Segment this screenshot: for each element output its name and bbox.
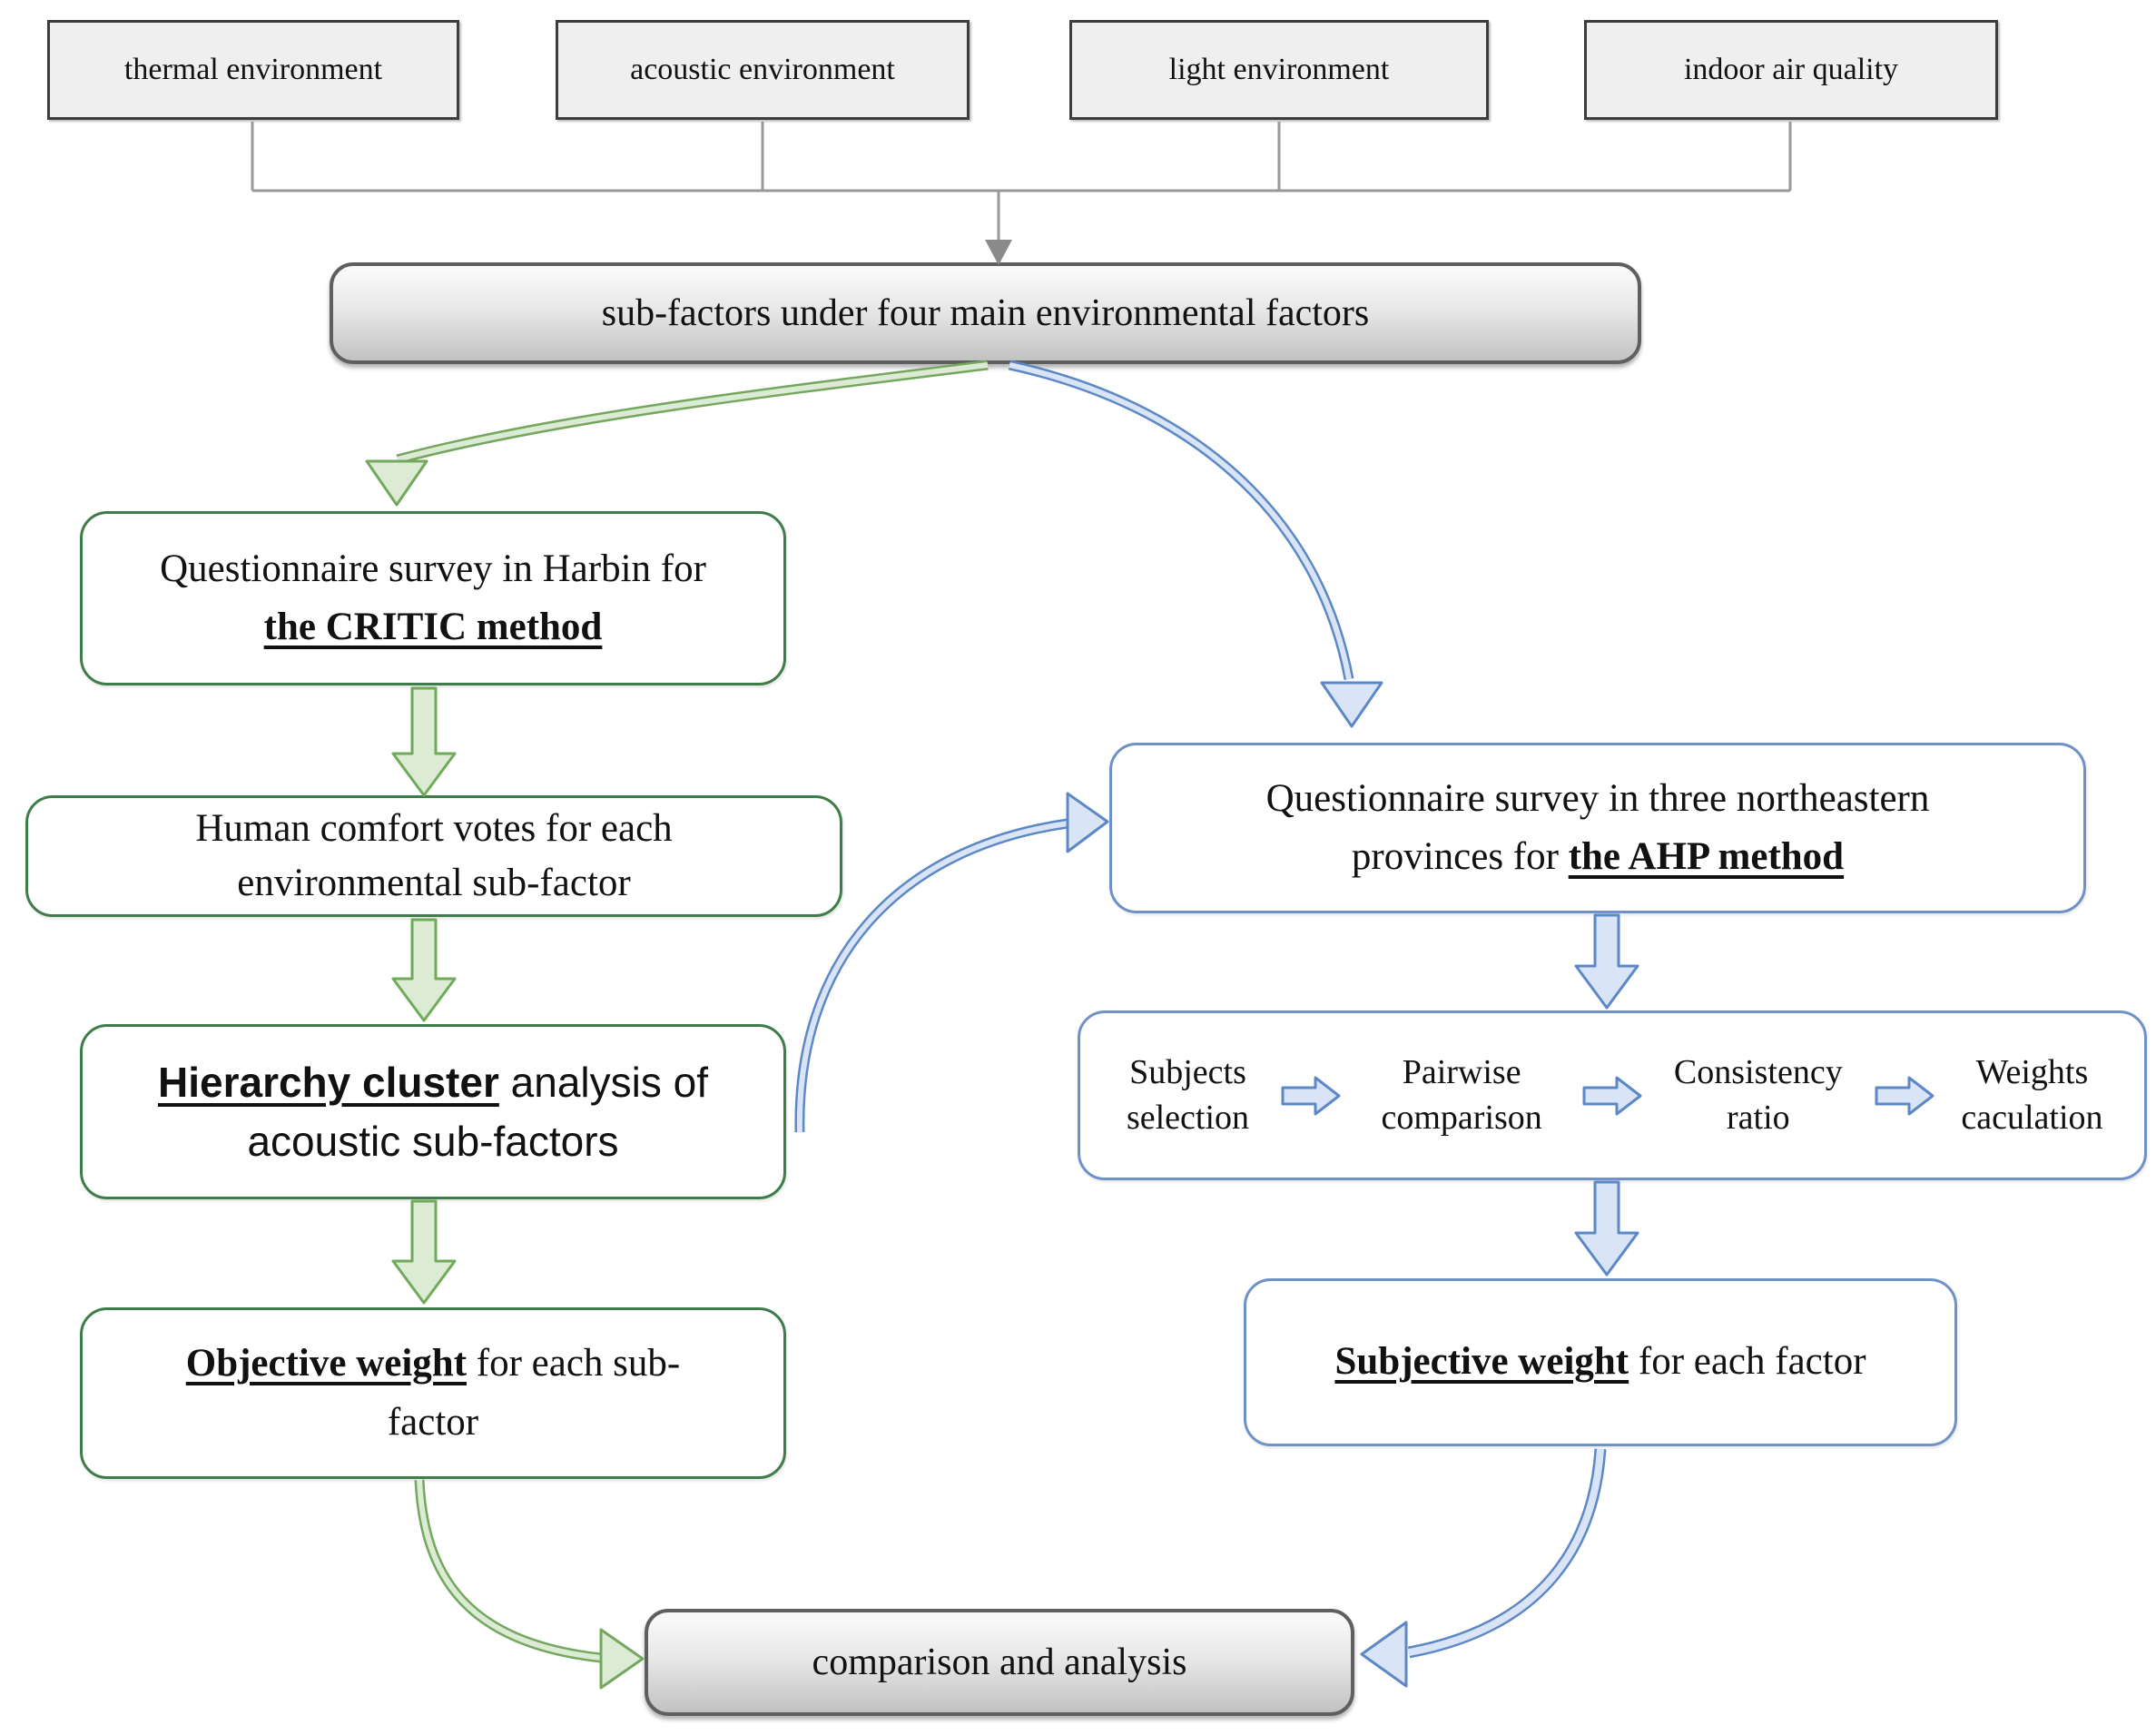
green-curved-arrow-to-comparison-icon [414,1479,645,1690]
step-subjects-selection: Subjects selection [1126,1053,1250,1137]
hierarchy-cluster-emphasis: Hierarchy cluster [158,1059,499,1107]
step-weights-calculation: Weights caculation [1961,1053,2103,1137]
comparison-box: comparison and analysis [645,1609,1354,1716]
box-line: Human comfort votes for each [195,806,673,850]
comparison-label: comparison and analysis [812,1641,1187,1683]
step-pairwise-comparison: Pairwise comparison [1381,1053,1542,1137]
right-block-arrow-icon [1875,1076,1934,1115]
subjective-weight-box: Subjective weight for each factor [1244,1278,1957,1446]
blue-curved-arrow-to-comparison-icon [1360,1448,1607,1688]
blue-curved-arrow-to-ahp-icon [1008,360,1383,728]
subfactors-box: sub-factors under four main environmenta… [330,262,1641,364]
gray-down-arrowhead-icon [985,240,1012,265]
green-down-block-arrow-icon [391,918,457,1022]
box-line: the CRITIC method [264,598,603,657]
subjective-weight-emphasis: Subjective weight [1334,1340,1629,1384]
ahp-steps-box: Subjects selection Pairwise comparison C… [1078,1010,2147,1180]
green-down-block-arrow-icon [391,686,457,797]
ahp-steps-row: Subjects selection Pairwise comparison C… [1080,1050,2144,1140]
box-line: Hierarchy cluster analysis of [158,1059,708,1107]
ahp-method-emphasis: the AHP method [1568,835,1845,878]
green-down-block-arrow-icon [391,1199,457,1305]
box-line: Questionnaire survey in three northeaste… [1265,776,1930,820]
green-curved-arrow-to-critic-icon [365,360,989,507]
factor-box-thermal: thermal environment [47,20,459,120]
factor-label: light environment [1168,53,1390,86]
factor-label: thermal environment [123,53,383,86]
subfactors-label: sub-factors under four main environmenta… [601,292,1370,334]
step-consistency-ratio: Consistency ratio [1673,1053,1843,1137]
box-line: Subjective weight for each factor [1334,1340,1866,1384]
factor-label: acoustic environment [630,53,895,86]
comfort-votes-box: Human comfort votes for each environment… [25,795,842,917]
blue-down-block-arrow-icon [1574,913,1639,1010]
box-line: Questionnaire survey in Harbin for [160,547,706,590]
factor-box-indoor-air: indoor air quality [1584,20,1998,120]
ahp-survey-box: Questionnaire survey in three northeaste… [1109,743,2086,913]
box-line: provinces for the AHP method [1351,835,1845,878]
factor-box-light: light environment [1069,20,1489,120]
box-line: factor [387,1400,479,1444]
critic-method-emphasis: the CRITIC method [263,606,603,648]
right-block-arrow-icon [1582,1076,1642,1115]
hierarchy-cluster-box: Hierarchy cluster analysis of acoustic s… [80,1024,786,1199]
blue-down-block-arrow-icon [1574,1180,1639,1277]
factor-label: indoor air quality [1683,53,1899,86]
box-line: acoustic sub-factors [247,1117,619,1165]
objective-weight-emphasis: Objective weight [185,1342,468,1385]
right-block-arrow-icon [1281,1076,1341,1115]
critic-survey-box: Questionnaire survey in Harbin for the C… [80,511,786,685]
factor-box-acoustic: acoustic environment [556,20,970,120]
blue-curved-arrow-cluster-to-ahp-icon [794,792,1109,1133]
box-line: Objective weight for each sub- [185,1342,681,1385]
gray-connector-tree [251,122,1792,242]
objective-weight-box: Objective weight for each sub- factor [80,1307,786,1479]
box-line: environmental sub-factor [237,862,631,904]
